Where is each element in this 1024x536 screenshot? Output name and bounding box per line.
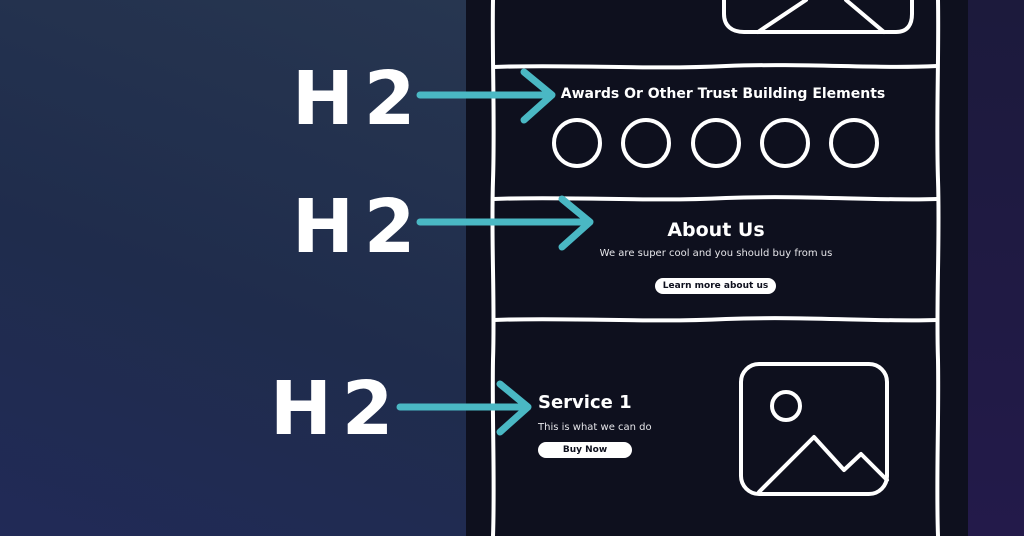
wireframe-sketch: [490, 0, 941, 536]
divider-bottom: [492, 316, 939, 323]
award-badge-2: [621, 118, 671, 168]
left-background: [0, 0, 466, 536]
divider-top: [492, 63, 939, 70]
image-mountain-icon: [757, 435, 889, 494]
about-subtitle: We are super cool and you should buy fro…: [599, 248, 833, 259]
learn-more-button[interactable]: Learn more about us: [655, 278, 776, 294]
about-heading: About Us: [667, 219, 765, 241]
service-image-placeholder: [739, 362, 889, 496]
award-badge-1: [552, 118, 602, 168]
arrow-to-service: [396, 380, 532, 436]
right-edge-background: [968, 0, 1024, 536]
top-image-placeholder: [722, 0, 914, 34]
service-subtitle: This is what we can do: [538, 422, 652, 433]
award-badge-3: [691, 118, 741, 168]
h2-label-about: H2: [292, 184, 426, 270]
awards-heading: Awards Or Other Trust Building Elements: [560, 86, 886, 102]
award-badge-5: [829, 118, 879, 168]
award-badge-4: [760, 118, 810, 168]
buy-now-button[interactable]: Buy Now: [538, 442, 632, 458]
h2-label-awards: H2: [292, 56, 426, 142]
h2-label-service: H2: [270, 366, 404, 452]
right-border-line: [935, 0, 941, 536]
image-frame: [739, 362, 889, 496]
image-sun-icon: [770, 390, 802, 422]
service-heading: Service 1: [538, 392, 632, 413]
arrow-to-about: [416, 195, 594, 251]
left-border-line: [490, 0, 496, 536]
arrow-to-awards: [416, 68, 556, 124]
award-badges: [552, 118, 879, 168]
